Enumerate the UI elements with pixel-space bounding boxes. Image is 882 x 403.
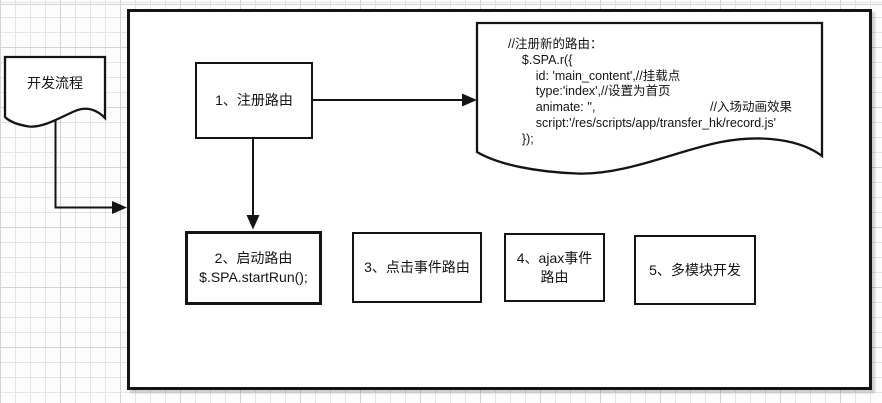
step2-label: 2、启动路由 $.SPA.startRun(); bbox=[199, 250, 308, 285]
connector-devdoc-to-container bbox=[54, 118, 113, 209]
arrowhead-into-container bbox=[112, 201, 127, 214]
dev-process-doc: 开发流程 bbox=[5, 57, 105, 109]
dev-process-doc-label: 开发流程 bbox=[27, 75, 83, 91]
step2-start-route-box: 2、启动路由 $.SPA.startRun(); bbox=[185, 231, 322, 305]
step5-label: 5、多模块开发 bbox=[649, 261, 741, 278]
step4-ajax-event-route-box: 4、ajax事件 路由 bbox=[504, 233, 605, 302]
step1-label: 1、注册路由 bbox=[215, 92, 293, 108]
route-code-text: //注册新的路由： $.SPA.r({ id: 'main_content',/… bbox=[508, 37, 792, 146]
step3-label: 3、点击事件路由 bbox=[364, 259, 470, 275]
step3-click-event-route-box: 3、点击事件路由 bbox=[352, 232, 482, 303]
step4-label: 4、ajax事件 路由 bbox=[516, 249, 593, 285]
step5-multi-module-box: 5、多模块开发 bbox=[634, 235, 756, 305]
step1-register-route-box: 1、注册路由 bbox=[195, 62, 313, 139]
